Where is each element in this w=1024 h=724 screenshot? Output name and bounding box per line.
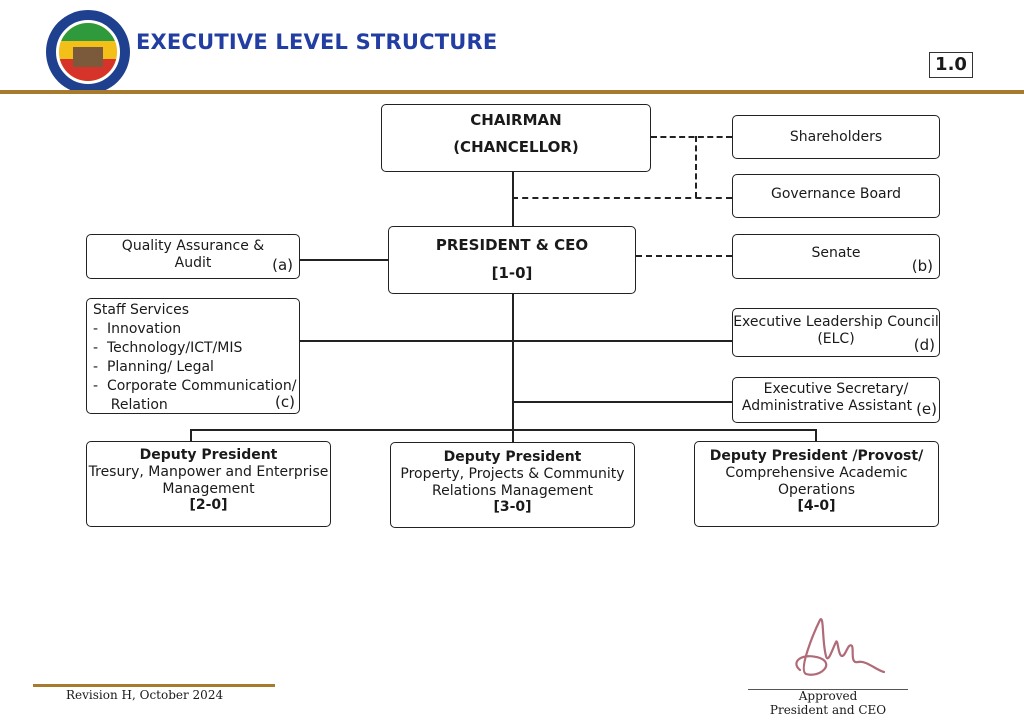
- dashed-vertical-board: [695, 136, 697, 198]
- elc-tag: (d): [913, 336, 935, 354]
- secretary-line2: Administrative Assistant: [741, 398, 913, 414]
- chairman-box: CHAIRMAN (CHANCELLOR): [381, 104, 651, 172]
- connector-deputy2: [512, 429, 514, 442]
- governance-board-label: Governance Board: [770, 186, 902, 202]
- connector-president-down: [512, 293, 514, 431]
- chairman-label: CHAIRMAN: [470, 111, 562, 129]
- approved-label: Approved: [798, 689, 858, 703]
- connector-quality: [299, 259, 389, 261]
- university-logo-icon: [46, 10, 130, 94]
- quality-line2: Audit: [174, 255, 212, 271]
- deputy1-line1: Tresury, Manpower and Enterprise: [88, 464, 329, 480]
- shareholders-box: Shareholders: [732, 115, 940, 159]
- governance-board-box: Governance Board: [732, 174, 940, 218]
- connector-chair-president: [512, 172, 514, 227]
- elc-line2: (ELC): [817, 331, 855, 347]
- deputy2-line2: Relations Management: [432, 483, 593, 499]
- connector-secretary: [512, 401, 732, 403]
- staff-item: - Technology/ICT/MIS: [93, 340, 243, 356]
- staff-item: - Planning/ Legal: [93, 359, 214, 375]
- deputy3-code: [4-0]: [797, 498, 836, 514]
- president-code: [1-0]: [491, 264, 533, 282]
- staff-tag: (c): [275, 393, 295, 411]
- document-number: 1.0: [929, 52, 973, 78]
- senate-label: Senate: [811, 245, 861, 261]
- staff-services-box: Staff Services - Innovation - Technology…: [86, 298, 300, 414]
- connector-deputy-bar: [190, 429, 816, 431]
- handwritten-signature-icon: [795, 618, 886, 676]
- approval-line: [748, 689, 908, 690]
- elc-box: Executive Leadership Council (ELC) (d): [732, 308, 940, 357]
- staff-item: - Innovation: [93, 321, 182, 337]
- secretary-line1: Executive Secretary/: [763, 381, 909, 397]
- dashed-senate: [636, 255, 732, 257]
- secretary-box: Executive Secretary/ Administrative Assi…: [732, 377, 940, 423]
- quality-tag: (a): [272, 256, 293, 274]
- staff-item: Relation: [93, 397, 168, 413]
- deputy2-code: [3-0]: [493, 499, 532, 515]
- footer-divider: [33, 684, 275, 687]
- deputy1-line2: Management: [162, 481, 255, 497]
- approver-label: President and CEO: [769, 703, 887, 717]
- quality-assurance-box: Quality Assurance & Audit (a): [86, 234, 300, 279]
- deputy-president-1-box: Deputy President Tresury, Manpower and E…: [86, 441, 331, 527]
- deputy-president-3-box: Deputy President /Provost/ Comprehensive…: [694, 441, 939, 527]
- senate-tag: (b): [911, 257, 933, 275]
- deputy-president-2-box: Deputy President Property, Projects & Co…: [390, 442, 635, 528]
- connector-staff-elc: [299, 340, 732, 342]
- shareholders-label: Shareholders: [789, 129, 883, 145]
- dashed-chair-shareholders: [651, 136, 732, 138]
- deputy3-line1: Comprehensive Academic: [725, 465, 908, 481]
- deputy1-title: Deputy President: [139, 447, 278, 463]
- deputy2-line1: Property, Projects & Community: [400, 466, 625, 482]
- revision-label: Revision H, October 2024: [66, 688, 224, 702]
- president-box: PRESIDENT & CEO [1-0]: [388, 226, 636, 294]
- header-divider: [0, 90, 1024, 94]
- quality-line1: Quality Assurance &: [121, 238, 265, 254]
- dashed-board: [512, 197, 732, 199]
- deputy3-title: Deputy President /Provost/: [709, 448, 924, 464]
- connector-deputy3: [815, 429, 817, 442]
- staff-services-title: Staff Services: [93, 302, 190, 318]
- secretary-tag: (e): [916, 400, 937, 418]
- deputy1-code: [2-0]: [189, 497, 228, 513]
- connector-deputy1: [190, 429, 192, 442]
- president-label: PRESIDENT & CEO: [435, 236, 589, 254]
- deputy2-title: Deputy President: [443, 449, 582, 465]
- approval-block: Approved President and CEO: [748, 689, 908, 717]
- chancellor-label: (CHANCELLOR): [453, 138, 579, 156]
- staff-item: - Corporate Communication/: [93, 378, 297, 394]
- deputy3-line2: Operations: [778, 482, 855, 498]
- senate-box: Senate (b): [732, 234, 940, 279]
- elc-line1: Executive Leadership Council: [733, 314, 939, 330]
- page-title: EXECUTIVE LEVEL STRUCTURE: [136, 30, 498, 54]
